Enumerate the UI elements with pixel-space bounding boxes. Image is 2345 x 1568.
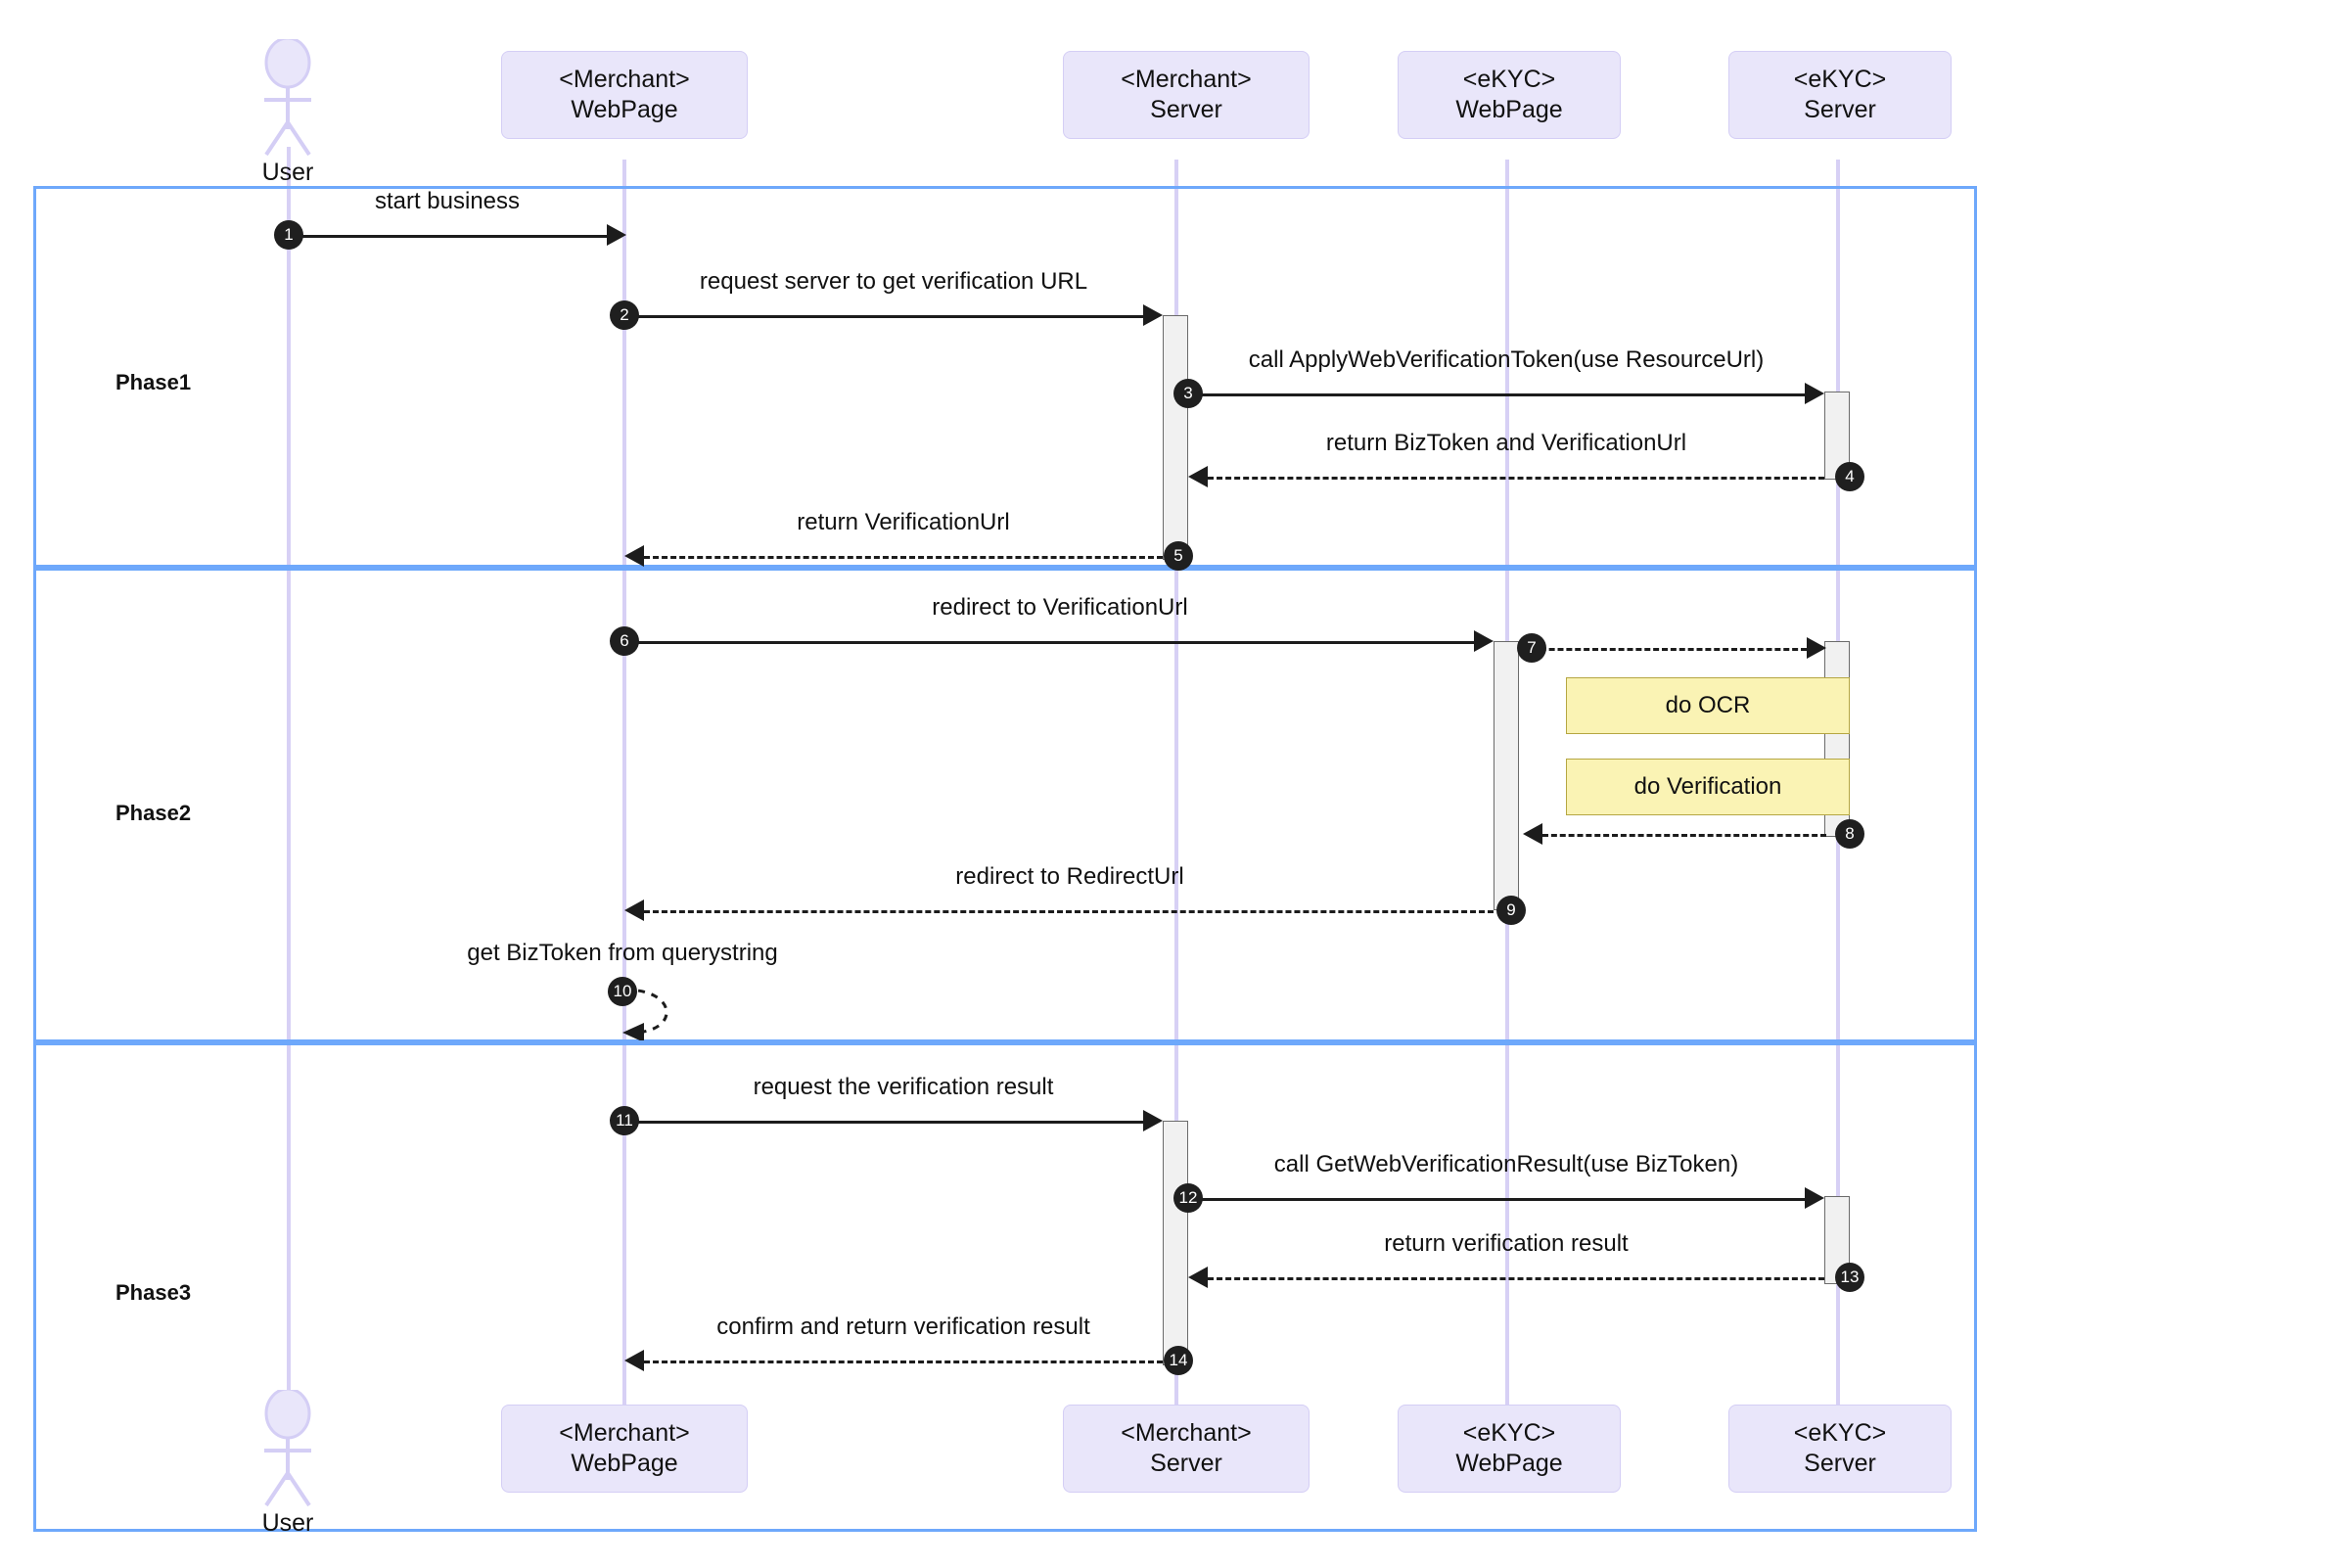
message-5-number: 5 <box>1164 541 1193 571</box>
message-1-label: start business <box>374 188 521 214</box>
participant-ekyc-webpage-bottom[interactable]: <eKYC> WebPage <box>1398 1405 1621 1493</box>
participant-merchant-webpage-top[interactable]: <Merchant> WebPage <box>501 51 748 139</box>
activation-merchant-server-phase3 <box>1163 1121 1188 1365</box>
message-12-number: 12 <box>1173 1183 1203 1213</box>
message-6-arrowhead <box>1474 630 1494 652</box>
message-6-line <box>624 641 1474 644</box>
message-8-arrowhead <box>1523 823 1542 845</box>
actor-user-bottom: User <box>243 1390 333 1537</box>
message-10[interactable] <box>622 984 720 1042</box>
message-9-line <box>644 910 1494 913</box>
lifeline-merchant-webpage <box>622 160 626 1405</box>
participant-ekyc-webpage-top[interactable]: <eKYC> WebPage <box>1398 51 1621 139</box>
actor-user-top: User <box>243 39 333 186</box>
participant-merchant-server-top-line2: Server <box>1150 96 1222 123</box>
message-1-line <box>289 235 607 238</box>
message-13-number: 13 <box>1835 1263 1864 1292</box>
message-4-arrowhead <box>1188 466 1208 487</box>
message-4-number: 4 <box>1835 462 1864 491</box>
message-9-label: redirect to RedirectUrl <box>955 863 1184 890</box>
message-13-label: return verification result <box>1384 1230 1629 1257</box>
user-stick-figure-icon <box>264 39 311 157</box>
participant-ekyc-server-bottom-line1: <eKYC> <box>1793 1418 1887 1447</box>
participant-merchant-webpage-bottom[interactable]: <Merchant> WebPage <box>501 1405 748 1493</box>
participant-merchant-server-bottom[interactable]: <Merchant> Server <box>1063 1405 1310 1493</box>
participant-ekyc-server-top[interactable]: <eKYC> Server <box>1728 51 1952 139</box>
message-1-number: 1 <box>274 220 303 250</box>
message-9-number: 9 <box>1496 896 1526 925</box>
message-7-line <box>1523 648 1807 651</box>
phase-label-3: Phase3 <box>115 1280 192 1305</box>
message-13-line <box>1208 1277 1824 1280</box>
message-3-arrowhead <box>1805 383 1824 404</box>
lifeline-merchant-server <box>1174 160 1178 1405</box>
message-11-label: request the verification result <box>753 1074 1054 1100</box>
message-14-number: 14 <box>1164 1346 1193 1375</box>
participant-ekyc-server-top-line2: Server <box>1804 96 1876 123</box>
message-9-arrowhead <box>624 899 644 921</box>
participant-merchant-webpage-bottom-line2: WebPage <box>571 1450 678 1477</box>
note-do-verification: do Verification <box>1566 759 1850 815</box>
message-3-number: 3 <box>1173 379 1203 408</box>
message-6-number: 6 <box>610 626 639 656</box>
actor-user-bottom-label: User <box>261 1509 314 1537</box>
phase-label-2: Phase2 <box>115 801 192 825</box>
participant-ekyc-server-top-line1: <eKYC> <box>1793 65 1887 93</box>
message-12-label: call GetWebVerificationResult(use BizTok… <box>1273 1151 1739 1177</box>
message-2-number: 2 <box>610 300 639 330</box>
message-14-label: confirm and return verification result <box>716 1314 1090 1340</box>
message-11-number: 11 <box>610 1106 639 1135</box>
participant-ekyc-server-bottom-line2: Server <box>1804 1450 1876 1477</box>
message-12-arrowhead <box>1805 1187 1824 1209</box>
message-3-line <box>1188 393 1805 396</box>
lifeline-user <box>287 147 291 1419</box>
message-11-arrowhead <box>1143 1110 1163 1131</box>
message-11-line <box>624 1121 1143 1124</box>
message-10-label: get BizToken from querystring <box>467 940 778 966</box>
message-5-arrowhead <box>624 545 644 567</box>
participant-merchant-webpage-top-line2: WebPage <box>571 96 678 123</box>
participant-merchant-server-bottom-line1: <Merchant> <box>1121 1418 1252 1447</box>
phase-label-1: Phase1 <box>115 370 192 394</box>
participant-ekyc-webpage-bottom-line2: WebPage <box>1455 1450 1563 1477</box>
message-12-line <box>1188 1198 1805 1201</box>
user-stick-figure-icon <box>264 1390 311 1507</box>
message-7-arrowhead <box>1807 637 1826 659</box>
phase-frame-2 <box>33 568 1977 1042</box>
message-5-line <box>644 556 1163 559</box>
participant-ekyc-webpage-bottom-line1: <eKYC> <box>1462 1418 1556 1447</box>
participant-merchant-server-bottom-line2: Server <box>1150 1450 1222 1477</box>
phase-frame-3 <box>33 1042 1977 1532</box>
message-2-arrowhead <box>1143 304 1163 326</box>
message-7-number: 7 <box>1517 633 1546 663</box>
participant-merchant-webpage-top-line1: <Merchant> <box>559 65 690 93</box>
message-8-line <box>1542 834 1826 837</box>
participant-ekyc-server-bottom[interactable]: <eKYC> Server <box>1728 1405 1952 1493</box>
activation-merchant-server-phase1 <box>1163 315 1188 560</box>
phase-frame-1 <box>33 186 1977 568</box>
message-4-line <box>1208 477 1824 480</box>
message-4-label: return BizToken and VerificationUrl <box>1325 430 1687 456</box>
activation-ekyc-webpage-phase2 <box>1494 641 1519 910</box>
message-10-number: 10 <box>608 977 637 1006</box>
participant-merchant-server-top[interactable]: <Merchant> Server <box>1063 51 1310 139</box>
message-6-label: redirect to VerificationUrl <box>932 594 1188 621</box>
message-14-arrowhead <box>624 1350 644 1371</box>
message-3-label: call ApplyWebVerificationToken(use Resou… <box>1248 346 1765 373</box>
message-5-label: return VerificationUrl <box>797 509 1010 535</box>
message-14-line <box>644 1360 1163 1363</box>
participant-merchant-webpage-bottom-line1: <Merchant> <box>559 1418 690 1447</box>
note-do-ocr: do OCR <box>1566 677 1850 734</box>
message-10-self-loop <box>622 988 668 1042</box>
message-13-arrowhead <box>1188 1267 1208 1288</box>
participant-merchant-server-top-line1: <Merchant> <box>1121 65 1252 93</box>
message-1-arrowhead <box>607 224 626 246</box>
message-2-line <box>624 315 1143 318</box>
message-2-label: request server to get verification URL <box>699 268 1088 295</box>
participant-ekyc-webpage-top-line1: <eKYC> <box>1462 65 1556 93</box>
message-8-number: 8 <box>1835 819 1864 849</box>
actor-user-top-label: User <box>261 159 314 186</box>
participant-ekyc-webpage-top-line2: WebPage <box>1455 96 1563 123</box>
